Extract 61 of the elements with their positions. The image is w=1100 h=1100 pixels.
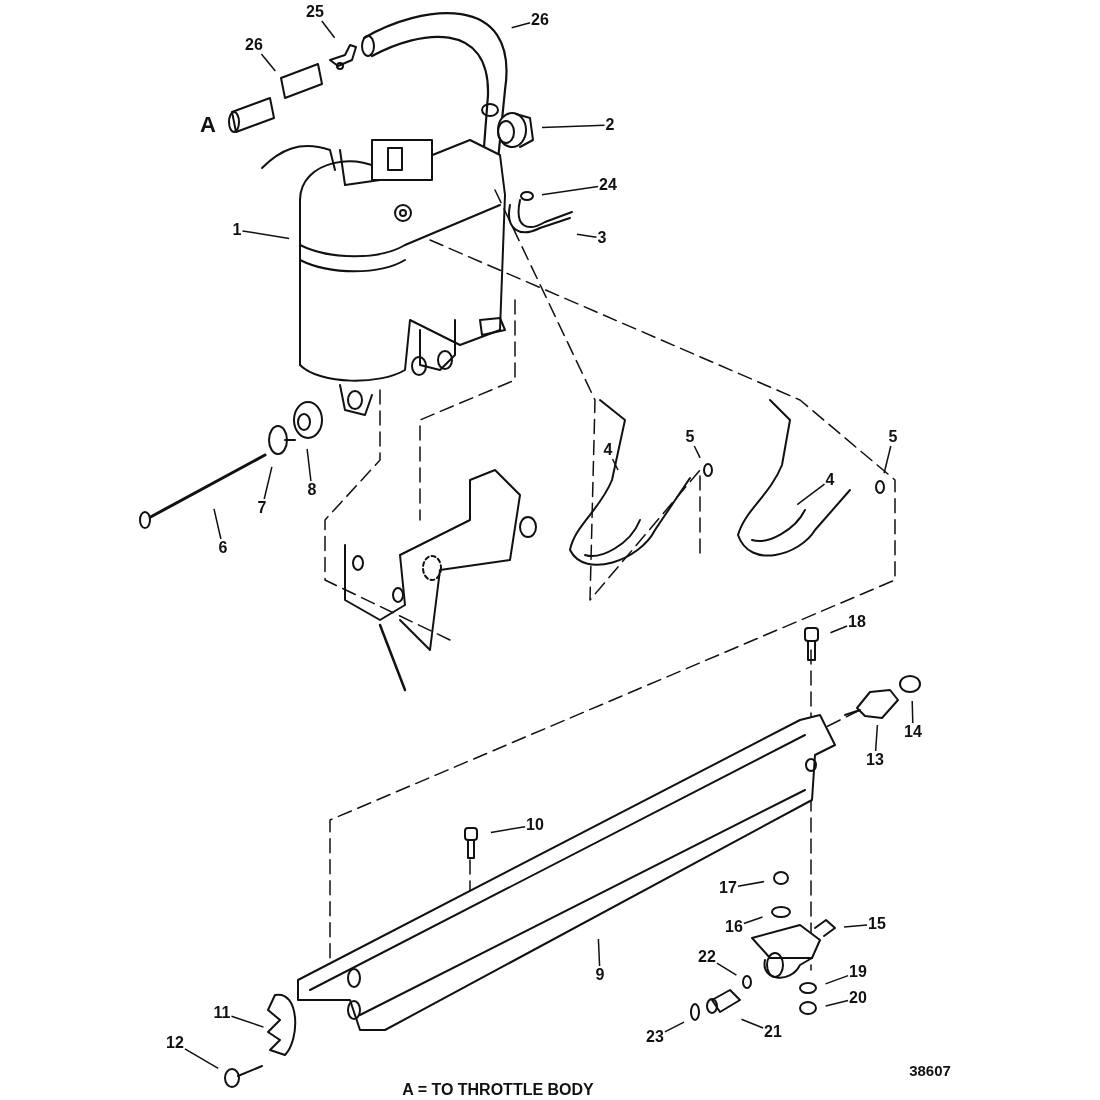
figure-number: 38607 — [909, 1061, 951, 1079]
callout-number: 10 — [525, 816, 545, 834]
callout-number: 18 — [847, 613, 867, 631]
leader-line — [597, 938, 601, 967]
callout-number: 17 — [718, 879, 738, 897]
callout-number: 6 — [217, 539, 229, 557]
leader-line — [796, 483, 826, 506]
callout-number: 8 — [306, 481, 318, 499]
leader-line — [716, 962, 738, 976]
callout-number: 22 — [697, 948, 717, 966]
callout-number: 15 — [867, 915, 887, 933]
callout-number: 25 — [305, 3, 325, 21]
leader-line — [213, 508, 222, 540]
leader-line — [541, 185, 599, 196]
leader-line — [263, 466, 273, 500]
leader-line — [843, 924, 868, 928]
callout-number: 11 — [212, 1004, 232, 1022]
callout-number: 4 — [824, 471, 836, 489]
callout-number: 12 — [165, 1034, 185, 1052]
callout-number: 24 — [598, 176, 618, 194]
callout-number: 23 — [645, 1028, 665, 1046]
leader-line — [490, 825, 526, 834]
note-text: A = TO THROTTLE BODY — [402, 1081, 594, 1099]
leader-line — [693, 445, 701, 459]
callout-number: 14 — [903, 723, 923, 741]
callout-number: 21 — [763, 1023, 783, 1041]
callout-number: 7 — [256, 499, 268, 517]
leader-line — [230, 1015, 265, 1028]
leader-line — [737, 880, 765, 887]
callout-number: 26 — [530, 11, 550, 29]
leader-line — [260, 53, 277, 72]
callout-number: 1 — [231, 221, 243, 239]
callout-number: 3 — [596, 229, 608, 247]
leader-line — [883, 445, 892, 475]
leader-line — [874, 724, 879, 752]
leader-line — [541, 124, 606, 129]
leader-line — [241, 230, 290, 240]
callout-number: 26 — [244, 36, 264, 54]
callout-number: 19 — [848, 963, 868, 981]
callout-number: 4 — [602, 441, 614, 459]
leader-line — [829, 625, 848, 634]
leader-line — [824, 974, 849, 985]
callout-number: 16 — [724, 918, 744, 936]
leader-line — [740, 1018, 764, 1029]
leader-line — [664, 1021, 685, 1033]
callout-number: 9 — [594, 966, 606, 984]
callout-number: 5 — [684, 428, 696, 446]
callout-number: 20 — [848, 989, 868, 1007]
view-reference-letter: A — [200, 112, 216, 138]
leader-line — [306, 448, 312, 482]
leader-line — [184, 1048, 219, 1070]
leader-line — [911, 700, 914, 724]
leader-line — [576, 233, 598, 238]
leader-line — [510, 21, 531, 29]
leader-line — [824, 999, 849, 1007]
callout-number: 13 — [865, 751, 885, 769]
callout-number: 5 — [887, 428, 899, 446]
leader-line — [611, 458, 619, 471]
leader-line — [743, 916, 764, 925]
leader-line — [321, 20, 336, 39]
callout-number: 2 — [604, 116, 616, 134]
